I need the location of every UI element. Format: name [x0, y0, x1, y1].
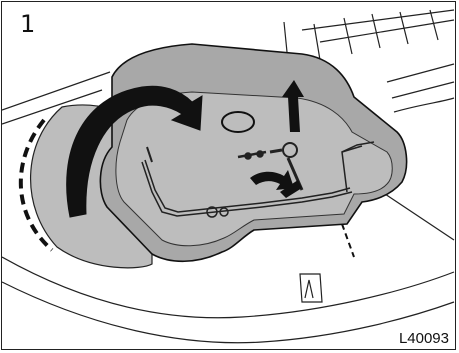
step-number: 1	[20, 12, 35, 36]
figure-code: L40093	[399, 331, 449, 346]
trunk-illustration	[2, 2, 456, 350]
cover-panel	[100, 44, 406, 261]
